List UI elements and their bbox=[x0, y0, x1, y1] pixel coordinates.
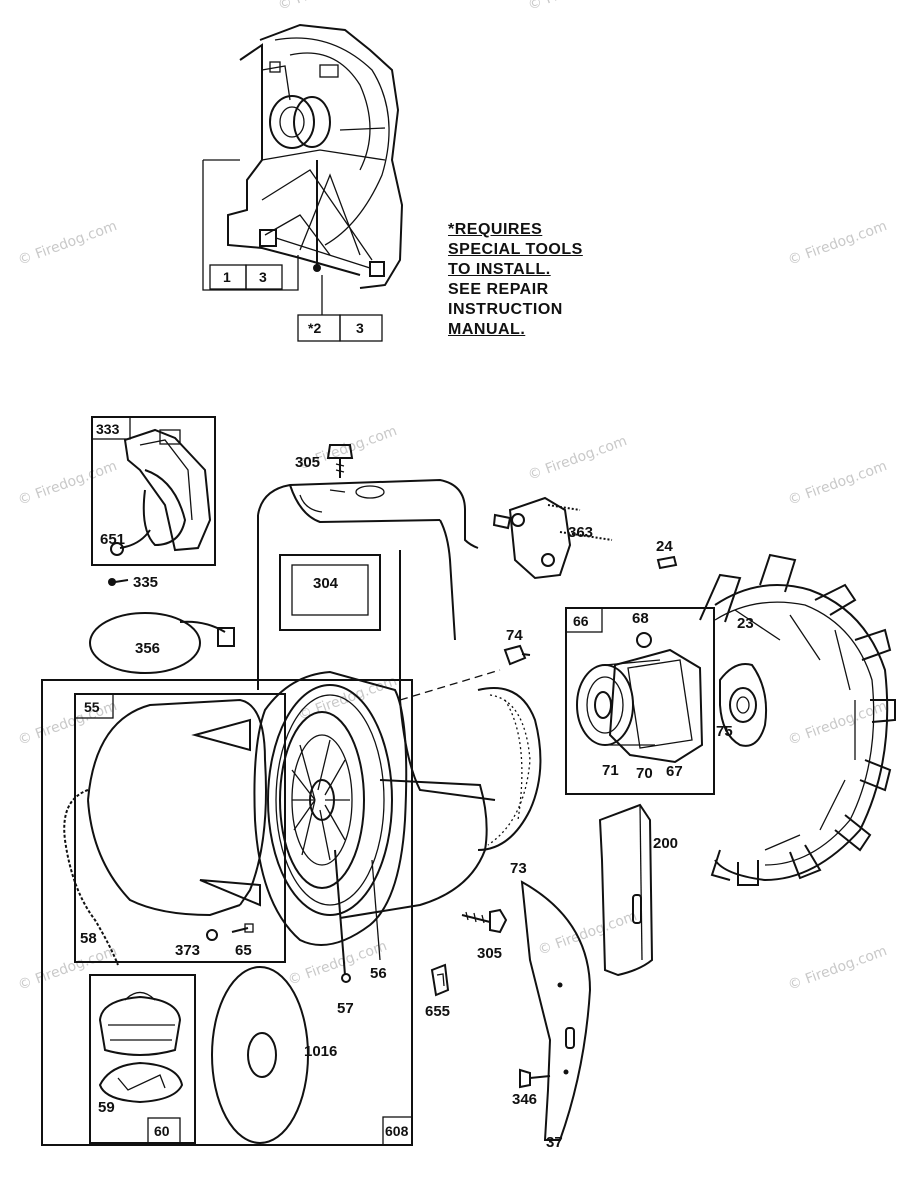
part-label-56: 56 bbox=[370, 965, 387, 982]
bolt-305-lower: 305 bbox=[461, 908, 508, 962]
part-label-23: 23 bbox=[737, 615, 754, 632]
note-line: SEE REPAIR bbox=[448, 281, 549, 298]
ground-wire-356: 356 bbox=[89, 612, 235, 674]
watermark: © Firedog.com bbox=[786, 943, 889, 994]
note-line: *REQUIRES bbox=[448, 221, 543, 238]
part-label-356: 356 bbox=[135, 640, 160, 657]
watermark: © Firedog.com bbox=[16, 218, 119, 269]
ref-box-label: 1 bbox=[223, 269, 231, 285]
part-label-200: 200 bbox=[653, 835, 678, 852]
part-label-58: 58 bbox=[80, 930, 97, 947]
watermark: © Firedog.com bbox=[526, 0, 629, 14]
ref-box-1: 1 bbox=[209, 264, 247, 290]
part-label-651: 651 bbox=[100, 531, 125, 548]
part-label-59: 59 bbox=[98, 1099, 115, 1116]
part-label-65: 65 bbox=[235, 942, 252, 959]
note-line: MANUAL. bbox=[448, 321, 526, 338]
watermark: © Firedog.com bbox=[276, 0, 379, 14]
part-label-373: 373 bbox=[175, 942, 200, 959]
part-label-1016: 1016 bbox=[304, 1043, 337, 1060]
watermark: © Firedog.com bbox=[16, 943, 119, 994]
ref-box-label: 333 bbox=[96, 421, 120, 437]
part-label-305-top: 305 bbox=[295, 454, 320, 471]
ref-box-2: *2 bbox=[297, 314, 341, 342]
watermarks: © Firedog.com © Firedog.com © Firedog.co… bbox=[16, 0, 889, 994]
ref-box-label: 3 bbox=[259, 269, 267, 285]
watermark: © Firedog.com bbox=[526, 433, 629, 484]
ignition-armature-box: 333 651 bbox=[91, 416, 216, 566]
note-line: TO INSTALL. bbox=[448, 261, 551, 278]
air-baffle-200: 200 bbox=[598, 803, 678, 977]
ref-box-label: 55 bbox=[84, 699, 100, 715]
special-tools-note: *REQUIRES SPECIAL TOOLS TO INSTALL. SEE … bbox=[448, 220, 648, 340]
part-label-37: 37 bbox=[546, 1134, 563, 1151]
starter-clutch-plate-363: 363 bbox=[492, 496, 613, 580]
cylinder-baffle-37: 346 37 bbox=[512, 880, 592, 1151]
part-label-346: 346 bbox=[512, 1091, 537, 1108]
ref-box-3b: 3 bbox=[339, 314, 383, 342]
ref-box-label: *2 bbox=[308, 320, 321, 336]
part-label-305-lower: 305 bbox=[477, 945, 502, 962]
screw-335: 335 bbox=[108, 574, 158, 591]
part-label-57: 57 bbox=[337, 1000, 354, 1017]
note-line: SPECIAL TOOLS bbox=[448, 241, 583, 258]
rotating-screen-73: 73 bbox=[477, 687, 542, 877]
watermark: © Firedog.com bbox=[786, 458, 889, 509]
part-label-304: 304 bbox=[313, 575, 339, 592]
ref-box-label: 66 bbox=[573, 613, 589, 629]
part-label-67: 67 bbox=[666, 763, 683, 780]
ref-box-label: 608 bbox=[385, 1123, 409, 1139]
watermark: © Firedog.com bbox=[16, 458, 119, 509]
bolt-305-top: 305 bbox=[295, 444, 354, 478]
part-label-24: 24 bbox=[656, 538, 673, 555]
part-label-363: 363 bbox=[568, 524, 593, 541]
ref-box-label: 60 bbox=[154, 1123, 170, 1139]
clip-655: 655 bbox=[425, 963, 450, 1020]
blower-housing bbox=[257, 478, 501, 919]
part-label-74: 74 bbox=[506, 627, 523, 644]
part-label-71: 71 bbox=[602, 762, 619, 779]
ref-box-3a: 3 bbox=[245, 264, 283, 290]
rewind-starter-box: 608 55 58 373 65 56 57 60 bbox=[41, 670, 413, 1146]
note-line: INSTRUCTION bbox=[448, 301, 563, 318]
part-label-75: 75 bbox=[716, 723, 733, 740]
part-label-73: 73 bbox=[510, 860, 527, 877]
part-label-655: 655 bbox=[425, 1003, 450, 1020]
watermark: © Firedog.com bbox=[786, 218, 889, 269]
part-label-68: 68 bbox=[632, 610, 649, 627]
crankcase-drawing bbox=[202, 23, 404, 315]
ref-box-label: 3 bbox=[356, 320, 364, 336]
part-label-335: 335 bbox=[133, 574, 158, 591]
starter-clutch-box: 66 68 71 70 67 bbox=[565, 607, 715, 795]
part-label-70: 70 bbox=[636, 765, 653, 782]
nut-74: 74 bbox=[503, 627, 531, 666]
watermark: © Firedog.com bbox=[536, 908, 639, 959]
flywheel-key-24: 24 bbox=[656, 538, 678, 570]
flywheel-23: 23 75 bbox=[699, 553, 896, 886]
